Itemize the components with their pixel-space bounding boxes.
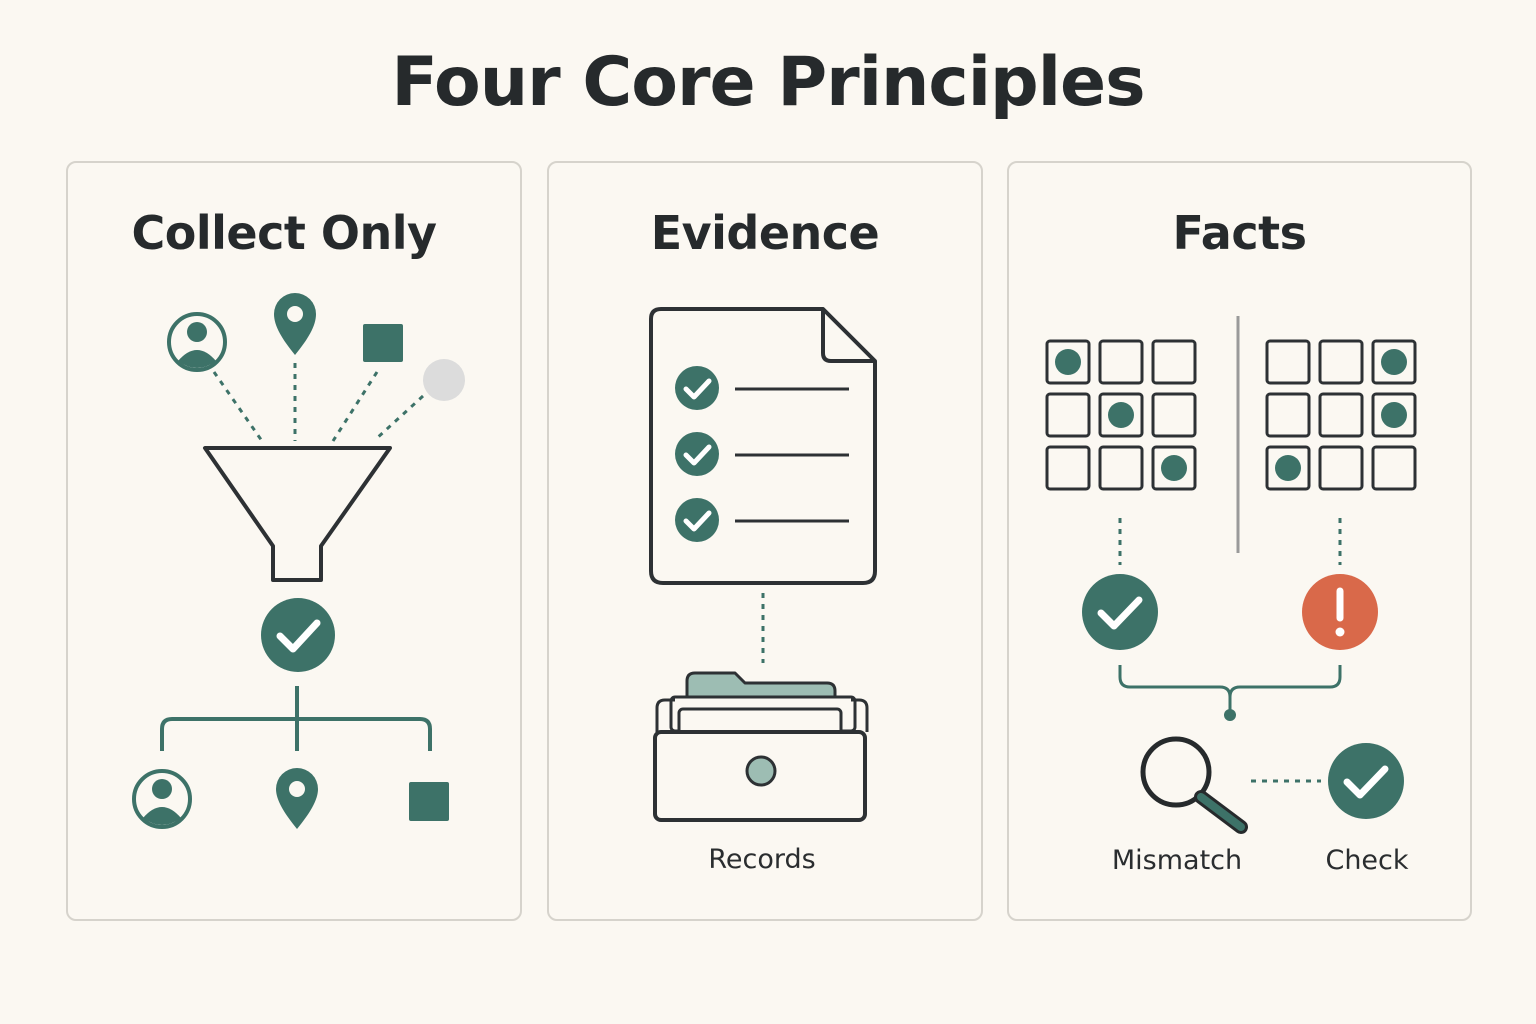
user-icon	[132, 769, 192, 829]
panel-collect-only: Collect Only	[66, 161, 522, 921]
collect-only-illustration	[132, 293, 465, 829]
user-icon	[167, 312, 227, 372]
square-icon	[363, 324, 403, 362]
check-circle-icon	[675, 432, 719, 476]
facts-illustration	[1045, 316, 1417, 834]
merge-dot	[1224, 709, 1236, 721]
grid-right	[1265, 339, 1417, 491]
location-pin-icon	[274, 293, 316, 355]
exclamation-circle-icon	[1302, 574, 1378, 650]
grid-dot	[1055, 349, 1081, 375]
grid-cell	[1371, 339, 1417, 385]
grid-cell	[1151, 392, 1197, 438]
grid-dot	[1275, 455, 1301, 481]
grid-cell	[1151, 445, 1197, 491]
grid-cell	[1318, 392, 1364, 438]
panel-title-collect-only: Collect Only	[131, 206, 437, 260]
evidence-illustration	[649, 307, 877, 822]
file-drawer-icon	[653, 671, 869, 822]
mismatch-label: Mismatch	[1111, 845, 1243, 876]
grid-cell	[1045, 392, 1091, 438]
grid-dot	[1161, 455, 1187, 481]
grid-left	[1045, 339, 1197, 491]
page-title: Four Core Principles	[391, 43, 1145, 122]
grid-cell	[1045, 445, 1091, 491]
panel-title-facts: Facts	[1172, 206, 1307, 260]
grid-dot	[1381, 349, 1407, 375]
output-connectors	[160, 686, 432, 751]
grid-cell	[1318, 445, 1364, 491]
grid-dot	[1108, 402, 1134, 428]
grid-dot	[1381, 402, 1407, 428]
merge-bracket	[1118, 665, 1342, 713]
location-pin-icon	[276, 768, 318, 829]
funnel-icon	[203, 446, 392, 582]
check-circle-icon	[1082, 574, 1158, 650]
square-icon	[409, 782, 449, 821]
records-label: Records	[708, 844, 816, 875]
panel-title-evidence: Evidence	[650, 206, 880, 260]
grid-cell	[1098, 392, 1144, 438]
panel-facts: Facts M	[1007, 161, 1472, 921]
magnifier-icon	[1140, 736, 1248, 834]
grid-cell	[1371, 392, 1417, 438]
check-circle-icon	[675, 366, 719, 410]
grid-cell	[1265, 339, 1311, 385]
check-circle-icon	[675, 498, 719, 542]
grid-cell	[1318, 339, 1364, 385]
grid-cell	[1151, 339, 1197, 385]
grid-cell	[1265, 392, 1311, 438]
grid-cell	[1371, 445, 1417, 491]
check-circle-icon	[1328, 743, 1404, 819]
check-label: Check	[1325, 845, 1409, 876]
grid-cell	[1045, 339, 1091, 385]
input-connectors	[212, 363, 425, 442]
grid-cell	[1098, 445, 1144, 491]
gray-circle-icon	[423, 359, 465, 401]
grid-cell	[1098, 339, 1144, 385]
panel-evidence: Evidence	[547, 161, 983, 921]
grid-cell	[1265, 445, 1311, 491]
check-circle-icon	[261, 598, 335, 672]
